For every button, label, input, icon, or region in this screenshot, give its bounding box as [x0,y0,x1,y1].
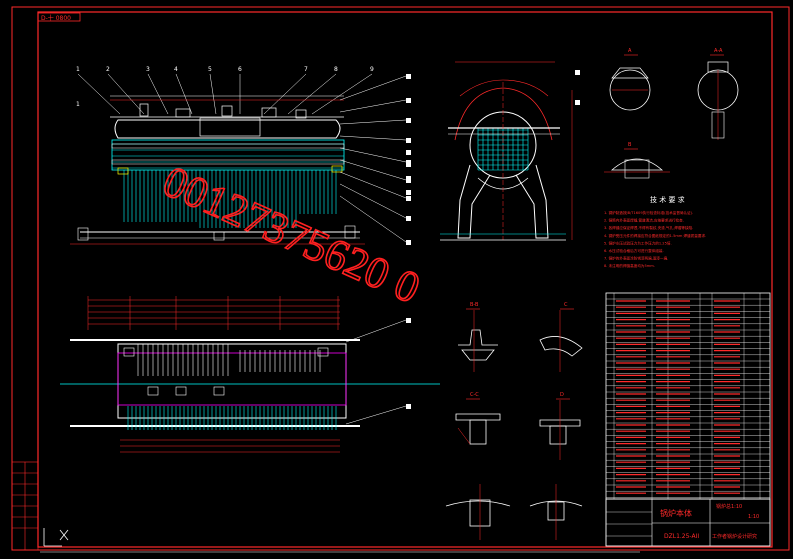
callout-number: 6 [238,66,242,73]
section-mark: B-B [470,302,479,308]
callout-number: 9 [370,66,374,73]
detail-views-top-right [604,61,739,179]
tech-req-item: 4. 锅炉受压元件的焊接应符合图纸规定的1.5mm 焊缝质量要求. [604,233,706,238]
callout-boxes [339,70,580,425]
title-weight: 1:10 [748,514,759,520]
callout-number: 5 [208,66,212,73]
section-mark: A [628,48,632,54]
tech-req-title: 技 术 要 求 [650,195,685,204]
callout-number: 8 [334,66,338,73]
callout-number: 4 [174,66,178,73]
callout-number: 7 [304,66,308,73]
left-callout: 1 [76,101,80,108]
tech-req-item: 2. 锅筒内外表面焊缝,管道清洁,应按要求进行检查. [604,218,684,223]
section-mark: A-A [714,48,723,54]
section-mark: B [628,142,632,148]
tech-req-item: 6. 水压试验合格后方可进行整体组装. [604,248,664,253]
origin-axis-icon [43,528,69,547]
section-mark: D [560,392,564,398]
title-name: 锅炉本体 [660,508,692,518]
section-mark: C [564,302,568,308]
tech-req-item: 5. 锅炉水压试验压力为工作压力的1.25倍. [604,240,672,245]
detail-views-bottom-middle [445,310,583,540]
callout-number: 3 [146,66,150,73]
watermark-text: 00127375620 0 [156,156,427,313]
title-scale: 锅炉总1:10 [716,503,742,510]
callout-number: 2 [106,66,110,73]
drawing-frame: D-十 0800 [11,6,790,551]
side-view-boiler [440,61,573,241]
tech-req-item: 3. 各焊缝应保证焊透,不得有裂纹,夹渣,气孔,焊瘤等缺陷. [604,225,693,230]
title-company: 工作者锅炉设计研究 [712,533,757,540]
title-block: 锅炉本体 DZL1.25-AII 锅炉总1:10 1:10 工作者锅炉设计研究 [605,498,771,547]
tech-req-item: 7. 锅炉的外表面涂防锈漆两遍,面漆一遍. [604,256,668,261]
left-revision-strip [11,461,39,551]
plan-view-boiler [60,296,440,453]
top-tag: D-十 0800 [41,14,71,22]
technical-requirements: 技 术 要 求 1. 锅炉制造按JB/T1609执行检查标准(技术监督局认证).… [604,195,706,268]
tech-req-item: 1. 锅炉制造按JB/T1609执行检查标准(技术监督局认证). [604,210,693,215]
section-mark: C-C [470,392,479,398]
tech-req-item: 8. 未注明的焊缝高度均为5mm. [604,263,655,268]
front-view-boiler: 1 2 3 4 5 6 7 8 9 1 [70,66,374,245]
callout-number: 1 [76,66,80,73]
section-marks: A A-A B B-B C C-C D [466,48,724,400]
parts-list-table [605,292,771,500]
title-code: DZL1.25-AII [664,533,699,540]
top-callout-leaders [77,73,373,115]
